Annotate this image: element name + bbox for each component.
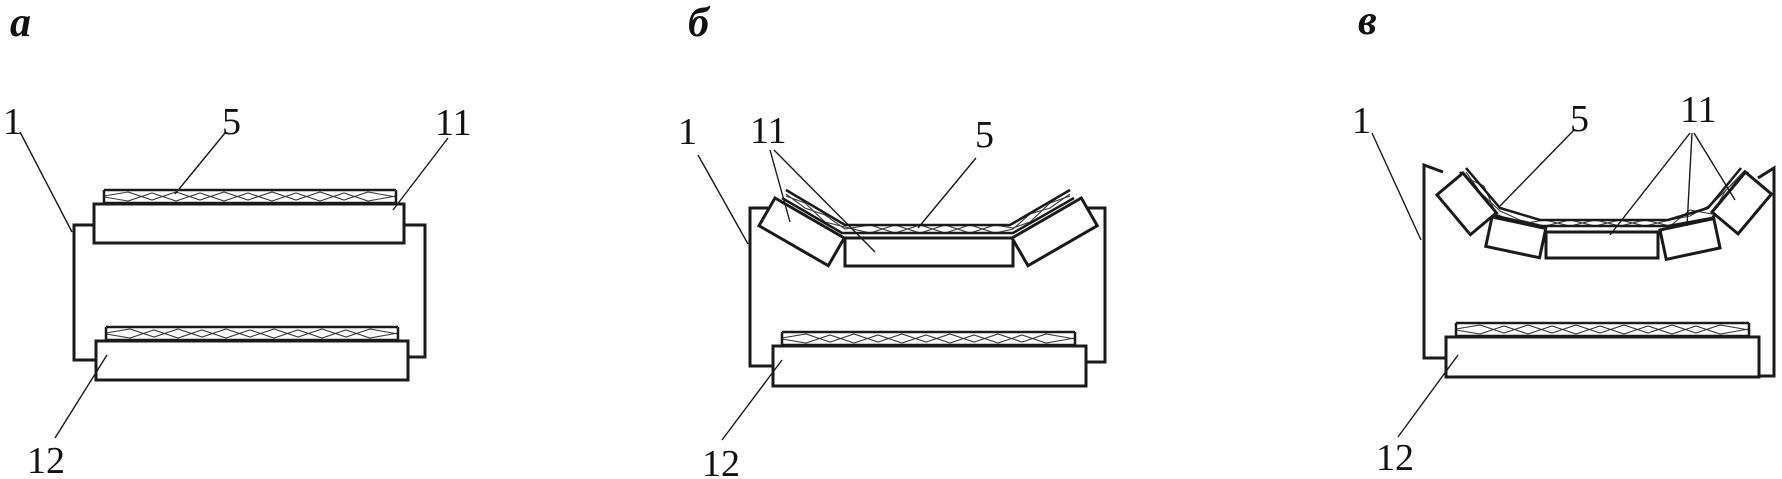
panel-c-leader-11a [1609,132,1691,236]
panel-c-label-12: 12 [1376,437,1414,479]
panel-c-upper-belt [1459,167,1749,228]
panel-b-frame-right [1086,206,1107,364]
panel-b-letter: б [688,0,711,46]
panel-a-upper-belt [102,188,398,205]
panel-b-label-11: 11 [750,110,787,152]
panel-a: а 1 5 11 12 [3,0,472,479]
panel-b: б 1 11 5 12 [678,0,1107,479]
panel-b-left-wing-roller [756,195,847,268]
panel-c-leader-1 [1371,132,1422,241]
panel-b-lower-belt [780,330,1077,347]
panel-a-letter: а [10,0,31,46]
panel-a-lower-belt [104,325,400,342]
panel-b-leader-5 [917,157,977,229]
panel-c-lower-belt [1454,321,1751,338]
panel-b-upper-belt [781,188,1075,235]
panel-b-label-1: 1 [678,111,697,153]
panel-b-lower-roller [771,344,1088,388]
panel-b-right-wing-roller [1009,195,1100,268]
panel-c-label-1: 1 [1352,100,1371,142]
panel-c-letter: в [1358,0,1377,44]
panel-a-frame-left [72,223,95,362]
panel-a-label-12: 12 [27,440,65,479]
panel-b-leader-1 [697,154,749,245]
panel-a-leader-5 [174,132,226,195]
panel-a-label-11: 11 [435,102,472,144]
panel-a-lower-roller [94,339,410,382]
panel-c-leader-12 [1397,354,1459,438]
panel-b-leader-12 [721,359,783,441]
panel-c-left-inner-roller [1483,215,1548,260]
panel-c-leader-11b [1686,132,1693,227]
panel-c-left-outer-roller [1434,170,1499,237]
panel-c-frame-left [1422,162,1446,360]
panel-c-leader-5 [1499,129,1575,207]
panel-a-leader-11 [392,137,449,211]
panel-b-frame-left [748,206,772,368]
panel-a-frame-right [401,223,427,359]
panel-c-leader-11c [1693,132,1736,201]
panel-c: в 1 5 [1352,0,1776,479]
panel-c-frame-right [1755,165,1776,378]
panel-a-upper-roller [92,202,406,245]
panel-b-label-12: 12 [702,443,740,479]
panel-a-label-5: 5 [222,101,241,143]
panel-a-leader-12 [54,354,108,439]
panel-c-center-roller [1544,230,1660,260]
panel-b-label-5: 5 [975,114,994,156]
panel-b-leader-11a [769,149,791,223]
panel-b-leader-11b [773,149,876,253]
panel-c-lower-roller [1444,335,1761,379]
panel-c-label-11: 11 [1680,89,1717,131]
panel-b-center-roller [843,236,1015,268]
panel-c-right-outer-roller [1709,170,1774,236]
panel-a-leader-1 [19,131,73,233]
panel-c-label-5: 5 [1570,98,1589,140]
panel-a-label-1: 1 [3,101,22,143]
